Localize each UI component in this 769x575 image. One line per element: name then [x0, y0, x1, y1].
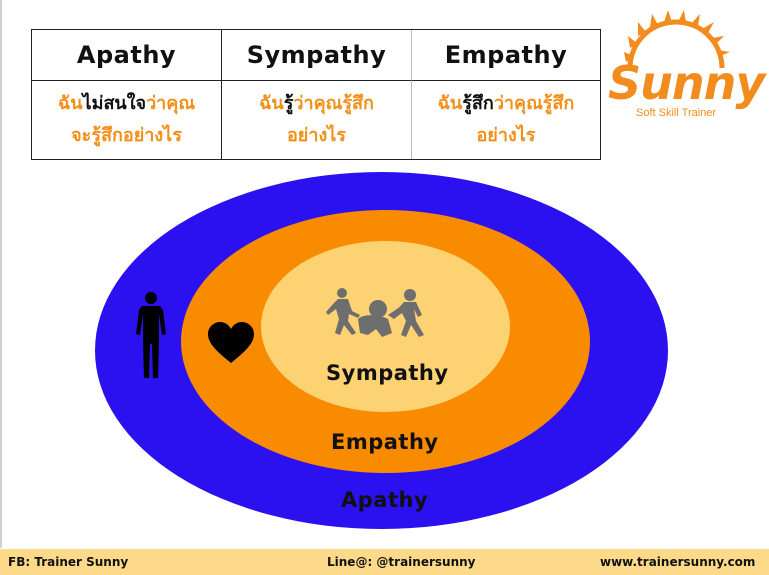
description-segment: ว่าคุณรู้สึก: [293, 93, 374, 114]
sympathy-description: ฉันรู้ว่าคุณรู้สึกอย่างไร: [222, 81, 412, 159]
description-segment: รู้: [283, 93, 294, 114]
description-segment: ฉัน: [259, 93, 284, 114]
description-line: อย่างไร: [477, 120, 536, 152]
sympathy-label: Sympathy: [326, 361, 449, 385]
description-segment: ว่าคุณรู้สึก: [493, 93, 575, 114]
header-apathy: Apathy: [32, 30, 222, 81]
left-edge-rule: [0, 0, 2, 548]
comparison-table: Apathy Sympathy Empathy ฉันไม่สนใจว่าคุณ…: [31, 29, 601, 160]
apathy-description: ฉันไม่สนใจว่าคุณจะรู้สึกอย่างไร: [32, 81, 222, 159]
footer-bar: FB: Trainer Sunny Line@: @trainersunny w…: [0, 549, 769, 575]
description-segment: ฉัน: [437, 93, 463, 114]
empathy-description: ฉันรู้สึกว่าคุณรู้สึกอย่างไร: [412, 81, 600, 159]
description-line: ฉันรู้สึกว่าคุณรู้สึก: [438, 88, 575, 120]
description-line: ฉันรู้ว่าคุณรู้สึก: [259, 88, 374, 120]
description-line: จะรู้สึกอย่างไร: [71, 120, 182, 152]
footer-facebook: FB: Trainer Sunny: [8, 555, 129, 569]
description-line: อย่างไร: [287, 120, 346, 152]
empathy-label: Empathy: [331, 430, 439, 454]
logo-tagline: Soft Skill Trainer: [636, 107, 717, 119]
header-sympathy: Sympathy: [222, 30, 412, 81]
description-segment: จะรู้สึกอย่างไร: [71, 125, 182, 146]
heart-icon: [208, 322, 254, 363]
person-standing-icon: [136, 292, 166, 378]
footer-line: Line@: @trainersunny: [327, 555, 476, 569]
description-segment: อย่างไร: [476, 125, 536, 146]
description-segment: ว่าคุณ: [146, 93, 196, 114]
description-segment: ไม่สนใจ: [82, 93, 147, 114]
logo-word: Sunny: [608, 56, 765, 110]
description-segment: รู้สึก: [462, 93, 494, 114]
header-empathy: Empathy: [412, 30, 600, 81]
description-segment: อย่างไร: [287, 125, 346, 146]
apathy-label: Apathy: [341, 488, 429, 512]
description-segment: ฉัน: [57, 93, 83, 114]
description-line: ฉันไม่สนใจว่าคุณ: [58, 88, 195, 120]
footer-website[interactable]: www.trainersunny.com: [600, 555, 756, 569]
sunny-logo: Sunny Soft Skill Trainer: [600, 6, 765, 126]
sun-rays-icon: [624, 10, 730, 69]
children-playing-icon: [326, 288, 424, 337]
